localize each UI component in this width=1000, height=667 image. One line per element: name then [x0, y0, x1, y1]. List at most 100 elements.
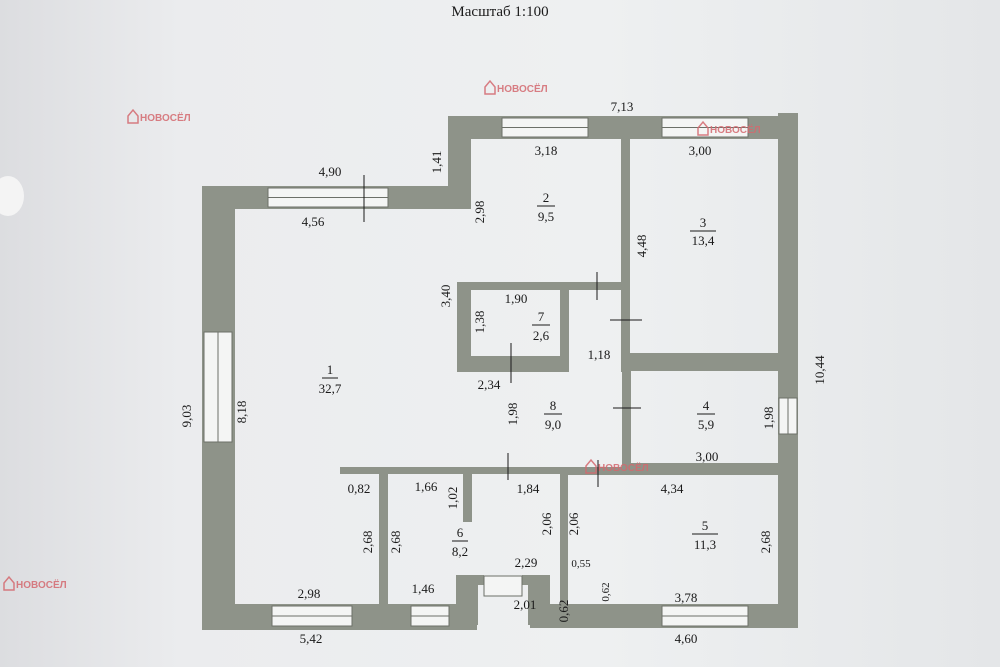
dim-label: 1,84: [517, 481, 540, 496]
wall-room2-room3: [621, 135, 630, 372]
room-number: 1: [327, 362, 334, 377]
dim-label: 4,34: [661, 481, 684, 496]
dim-label: 1,02: [445, 487, 460, 510]
dim-label: 1,66: [415, 479, 438, 494]
room-7-label: 7 2,6: [532, 309, 550, 343]
wall-stub: [463, 470, 472, 522]
dim-label: 1,38: [472, 311, 487, 334]
dim-label: 7,13: [611, 99, 634, 114]
wall-porch-top-right: [522, 575, 550, 585]
room-area: 32,7: [319, 381, 342, 396]
wall-room5-left: [560, 470, 568, 605]
room-area: 9,0: [545, 417, 561, 432]
house-logo-icon: [484, 79, 496, 95]
house-logo-icon: [585, 458, 597, 474]
dim-label: 0,62: [556, 600, 571, 623]
dim-label: 3,18: [535, 143, 558, 158]
dim-label: 3,00: [696, 449, 719, 464]
wall-room4-left: [622, 353, 631, 468]
wall-porch-top-left: [456, 575, 484, 585]
dim-label: 2,98: [472, 201, 487, 224]
dim-label: 1,18: [588, 347, 611, 362]
room-number: 4: [703, 398, 710, 413]
watermark-logo: НОВОСЁЛ: [697, 120, 761, 136]
dim-label: 9,03: [179, 405, 194, 428]
watermark-logo: НОВОСЁЛ: [585, 458, 649, 474]
dim-label: 2,98: [298, 586, 321, 601]
watermark-text: НОВОСЁЛ: [710, 123, 761, 136]
porch-door: [483, 575, 523, 597]
dim-label: 4,60: [675, 631, 698, 646]
wall-lower-1: [379, 470, 388, 610]
wall-porch-left: [456, 575, 478, 625]
wall-room2-bottom: [457, 282, 627, 290]
watermark-text: НОВОСЁЛ: [140, 111, 191, 124]
dim-label: 2,06: [539, 512, 554, 535]
wall-corridor-bottom: [340, 467, 630, 474]
room-6-label: 6 8,2: [452, 525, 468, 559]
windows: [203, 117, 798, 627]
room-number: 5: [702, 518, 709, 533]
room-number: 3: [700, 215, 707, 230]
room-labels: 1 32,7 2 9,5 3 13,4 4 5,9 5 11,3 6 8,2: [319, 190, 718, 559]
room-2-label: 2 9,5: [537, 190, 555, 224]
wall-room7-left: [457, 282, 471, 372]
wall-right: [778, 113, 798, 628]
dim-label: 1,98: [505, 403, 520, 426]
scale-label: Масштаб 1:100: [451, 4, 548, 20]
house-logo-icon: [127, 108, 139, 124]
dim-label: 2,68: [360, 531, 375, 554]
dim-label: 2,68: [388, 531, 403, 554]
dim-label: 1,41: [429, 151, 444, 174]
wall-room7-right: [560, 288, 569, 372]
watermark-logo: НОВОСЁЛ: [3, 575, 67, 591]
dim-label: 1,98: [761, 407, 776, 430]
room-3-label: 3 13,4: [690, 215, 716, 248]
wall-room3-bottom: [622, 353, 782, 371]
watermark-text: НОВОСЁЛ: [598, 461, 649, 474]
watermark-text: НОВОСЁЛ: [16, 578, 67, 591]
wall-porch-right: [528, 575, 550, 625]
dim-label: 10,44: [812, 355, 827, 385]
watermarks: НОВОСЁЛ НОВОСЁЛ НОВОСЁЛ НОВОСЁЛ НОВОСЁЛ: [3, 79, 761, 591]
room-area: 13,4: [692, 233, 715, 248]
house-logo-icon: [3, 575, 15, 591]
room-1-label: 1 32,7: [319, 362, 342, 396]
dim-label: 2,06: [566, 512, 581, 535]
wall-step-left: [448, 116, 471, 209]
dim-label: 2,34: [478, 377, 501, 392]
room-area: 8,2: [452, 544, 468, 559]
dim-label: 2,68: [758, 531, 773, 554]
dim-label: 2,29: [515, 555, 538, 570]
dimensions: 7,13 4,90 1,41 3,18 3,00 4,56 2,98 4,48 …: [179, 99, 827, 646]
dim-label: 3,00: [689, 143, 712, 158]
room-area: 11,3: [694, 537, 716, 552]
watermark-text: НОВОСЁЛ: [497, 82, 548, 95]
dim-label: 2,01: [514, 597, 537, 612]
room-area: 5,9: [698, 417, 714, 432]
watermark-logo: НОВОСЁЛ: [484, 79, 548, 95]
room-number: 8: [550, 398, 557, 413]
watermark-logo: НОВОСЁЛ: [127, 108, 191, 124]
room-4-label: 4 5,9: [697, 398, 715, 432]
room-area: 2,6: [533, 328, 550, 343]
dim-label: 1,90: [505, 291, 528, 306]
dim-label: 1,46: [412, 581, 435, 596]
dim-label: 0,62: [600, 582, 612, 601]
room-5-label: 5 11,3: [692, 518, 718, 552]
house-logo-icon: [697, 120, 709, 136]
dim-label: 8,18: [234, 401, 249, 424]
dim-label: 0,55: [571, 558, 591, 570]
dim-label: 3,78: [675, 590, 698, 605]
dim-label: 0,82: [348, 481, 371, 496]
dim-label: 4,48: [634, 235, 649, 258]
door-markers: [363, 175, 642, 487]
dim-label: 4,56: [302, 214, 325, 229]
room-8-label: 8 9,0: [544, 398, 562, 432]
wall-room5-top: [560, 467, 782, 475]
dim-label: 3,40: [438, 285, 453, 308]
room-number: 7: [538, 309, 545, 324]
room-area: 9,5: [538, 209, 554, 224]
